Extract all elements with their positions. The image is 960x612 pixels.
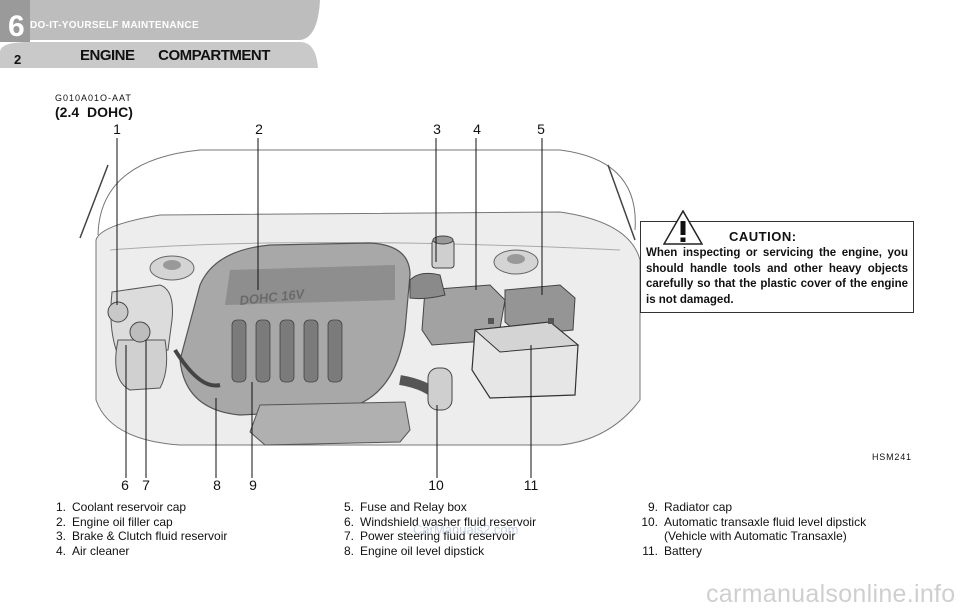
watermark-main: carmanualsonline.info [706,580,956,608]
legend-item: 2.Engine oil filler cap [55,514,173,529]
callout-8: 8 [213,477,221,493]
header-tab-shape [0,0,320,68]
legend-item: 4.Air cleaner [55,543,130,558]
callout-11: 11 [523,477,539,493]
callout-7: 7 [142,477,150,493]
engine-badge-text: DOHC 16V [239,286,307,308]
caution-box: CAUTION: When inspecting or servicing th… [640,210,914,313]
warning-triangle-icon [663,210,703,245]
callout-10: 10 [428,477,444,493]
callout-9: 9 [249,477,257,493]
callout-1: 1 [113,121,121,137]
header-band: 6 DO-IT-YOURSELF MAINTENANCE 2 ENGINE CO… [0,0,960,68]
legend-column-1: 1.Coolant reservoir cap 2.Engine oil fil… [50,500,227,558]
callout-6: 6 [121,477,129,493]
legend-item-continuation: (Vehicle with Automatic Transaxle) [664,529,847,543]
callout-2: 2 [255,121,263,137]
legend-item: 1.Coolant reservoir cap [55,500,187,514]
legend-item: 11.Battery [642,543,703,558]
watermark-secondary: CarManuals2.com [413,522,519,537]
figure-image-code: HSM241 [872,452,912,462]
chapter-title: DO-IT-YOURSELF MAINTENANCE [30,20,199,31]
legend-item: 7.Power steering fluid reservoir [343,529,516,543]
callout-3: 3 [433,121,441,137]
legend-item: 10.Automatic transaxle fluid level dipst… [641,514,867,529]
section-title: ENGINE COMPARTMENT [80,47,270,64]
chapter-number: 6 [8,10,25,43]
page-number: 2 [14,52,22,67]
legend-item: 5.Fuse and Relay box [343,500,467,514]
figure-ref-code: G010A01O-AAT [55,93,132,103]
legend-column-2: 5.Fuse and Relay box 6.Windshield washer… [338,500,536,558]
caution-heading: CAUTION: [729,229,797,244]
legend-item: 9.Radiator cap [647,500,733,514]
callout-5: 5 [537,121,545,137]
callout-4: 4 [473,121,481,137]
legend-item: 8.Engine oil level dipstick [343,543,485,558]
engine-variant-label: (2.4 DOHC) [55,104,133,120]
legend-item: 6.Windshield washer fluid reservoir [343,514,537,529]
legend-item: 3.Brake & Clutch fluid reservoir [55,529,228,543]
caution-body: When inspecting or servicing the engine,… [646,247,908,306]
legend-column-3: 9.Radiator cap 10.Automatic transaxle fl… [640,500,866,558]
